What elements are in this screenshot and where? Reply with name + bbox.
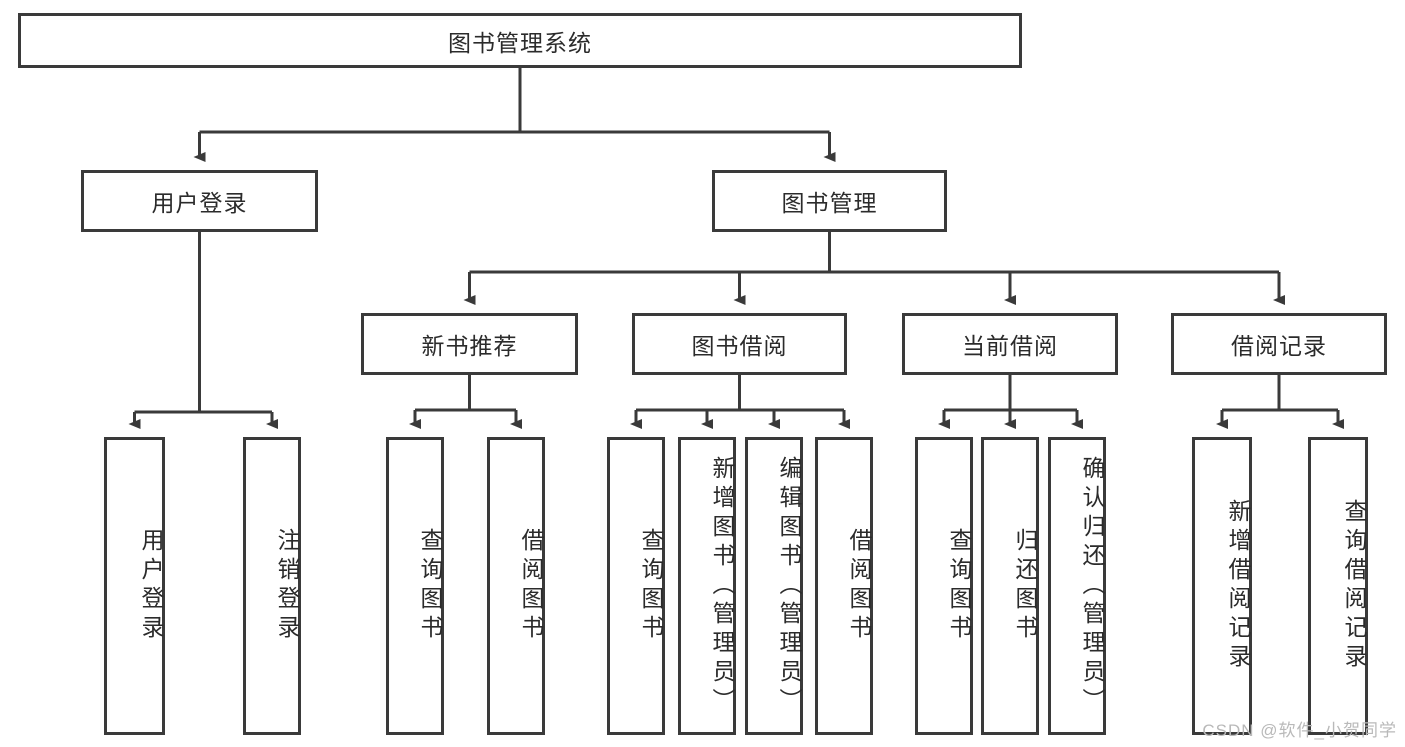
node-label: 查询借阅记录 <box>1341 499 1367 673</box>
node-label: 新增借阅记录 <box>1225 499 1251 673</box>
node-label: 图书管理 <box>781 190 878 216</box>
node-label: 用户登录 <box>138 528 164 644</box>
node-label: 图书管理系统 <box>448 29 592 56</box>
node-leaf-br-edit[interactable]: 编辑图书（管理员） <box>745 437 803 735</box>
node-leaf-cur-return[interactable]: 归还图书 <box>981 437 1039 735</box>
node-leaf-br-add[interactable]: 新增图书（管理员） <box>678 437 736 735</box>
node-leaf-br-borrow[interactable]: 借阅图书 <box>815 437 873 735</box>
node-label: 借阅图书 <box>846 528 872 644</box>
node-label: 图书借阅 <box>691 333 788 359</box>
node-newbook[interactable]: 新书推荐 <box>361 313 578 375</box>
node-leaf-login-in[interactable]: 用户登录 <box>104 437 165 735</box>
node-login[interactable]: 用户登录 <box>81 170 318 232</box>
node-borrow[interactable]: 图书借阅 <box>632 313 847 375</box>
node-leaf-cur-query[interactable]: 查询图书 <box>915 437 973 735</box>
node-label: 新增图书（管理员） <box>709 455 735 717</box>
node-leaf-cur-confirm[interactable]: 确认归还（管理员） <box>1048 437 1106 735</box>
node-leaf-rec-add[interactable]: 新增借阅记录 <box>1192 437 1252 735</box>
node-label: 确认归还（管理员） <box>1079 455 1105 717</box>
node-leaf-br-query[interactable]: 查询图书 <box>607 437 665 735</box>
node-label: 查询图书 <box>946 528 972 644</box>
node-label: 借阅图书 <box>518 528 544 644</box>
node-label: 编辑图书（管理员） <box>776 455 802 717</box>
node-label: 归还图书 <box>1012 528 1038 644</box>
watermark: CSDN @软件_小贺同学 <box>1202 721 1397 740</box>
node-label: 新书推荐 <box>421 333 518 359</box>
node-records[interactable]: 借阅记录 <box>1171 313 1387 375</box>
node-leaf-login-out[interactable]: 注销登录 <box>243 437 301 735</box>
node-leaf-new-borrow[interactable]: 借阅图书 <box>487 437 545 735</box>
node-label: 注销登录 <box>274 528 300 644</box>
node-bookmgmt[interactable]: 图书管理 <box>712 170 947 232</box>
node-label: 查询图书 <box>417 528 443 644</box>
node-label: 借阅记录 <box>1231 333 1327 359</box>
node-leaf-new-query[interactable]: 查询图书 <box>386 437 444 735</box>
node-label: 当前借阅 <box>962 333 1058 359</box>
node-current[interactable]: 当前借阅 <box>902 313 1118 375</box>
node-root[interactable]: 图书管理系统 <box>18 13 1022 68</box>
node-label: 查询图书 <box>638 528 664 644</box>
node-leaf-rec-query[interactable]: 查询借阅记录 <box>1308 437 1368 735</box>
node-label: 用户登录 <box>151 190 248 216</box>
